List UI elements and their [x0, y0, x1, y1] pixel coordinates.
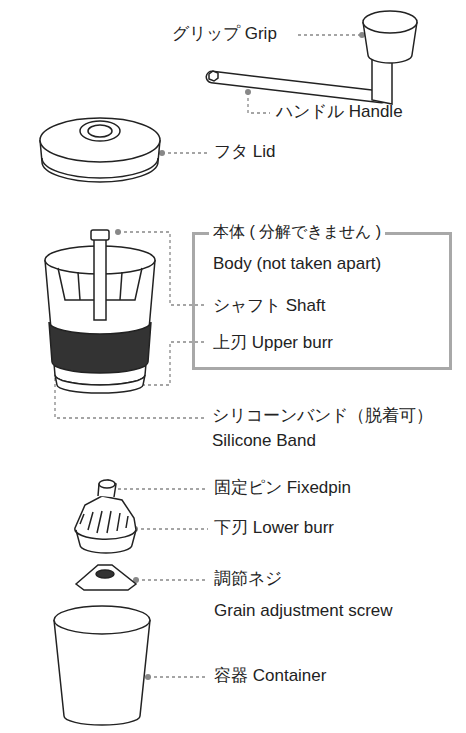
part-label: シャフト Shaft — [213, 296, 325, 316]
body-drawing — [45, 230, 155, 393]
part-label: 容器 Container — [214, 666, 326, 686]
part-label: 固定ピン Fixedpin — [214, 478, 351, 498]
part-label: フタ Lid — [214, 142, 275, 162]
container-drawing — [54, 606, 150, 725]
lid-drawing — [40, 118, 160, 182]
part-label: 上刃 Upper burr — [213, 333, 333, 353]
part-label: シリコーンバンド（脱着可） — [212, 406, 433, 426]
lower-burr-drawing — [75, 480, 136, 553]
adjustment-screw-drawing — [76, 565, 136, 590]
group-subheading: Body (not taken apart) — [213, 254, 381, 274]
part-label: 下刃 Lower burr — [214, 518, 334, 538]
part-label: 調節ネジ — [214, 569, 282, 589]
part-label: グリップ Grip — [172, 24, 277, 44]
part-label: Grain adjustment screw — [214, 601, 393, 621]
part-label: ハンドル Handle — [276, 102, 403, 122]
group-heading: 本体 ( 分解できません ) — [209, 222, 385, 241]
part-group-box: 本体 ( 分解できません )Body (not taken apart)シャフト… — [192, 232, 452, 370]
part-label: Silicone Band — [212, 431, 316, 451]
